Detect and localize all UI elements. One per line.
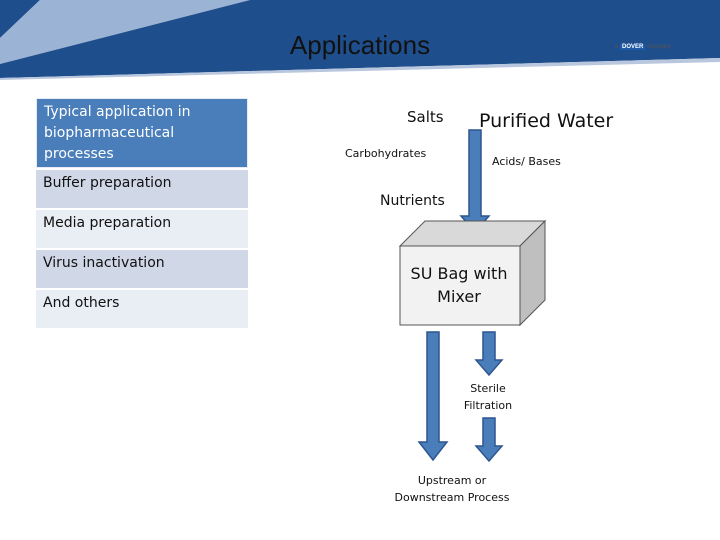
mixer-label: SU Bag with Mixer <box>410 264 508 306</box>
table-row: Buffer preparation <box>36 168 248 208</box>
table-header: Typical application in biopharmaceutical… <box>36 98 248 168</box>
mixer-box <box>398 219 547 327</box>
table-row: Media preparation <box>36 208 248 248</box>
svg-text:PSG: PSG <box>631 30 665 47</box>
process-arrow <box>417 331 449 462</box>
acids-bases-label: Acids/ Bases <box>492 155 561 168</box>
table-row: And others <box>36 288 248 328</box>
sterile-filtration-label: Sterile Filtration <box>463 382 513 412</box>
table-row: Virus inactivation <box>36 248 248 288</box>
psg-logo: PSG <box>623 4 665 47</box>
carbohydrates-label: Carbohydrates <box>345 147 427 160</box>
header-band <box>0 0 720 80</box>
filtration-out-arrow <box>474 417 504 463</box>
process-label: Upstream or Downstream Process <box>394 474 510 504</box>
nutrients-label: Nutrients <box>380 193 445 209</box>
purified-water-label: Purified Water <box>479 110 614 132</box>
logo-tagline: a DOVER company <box>615 44 672 50</box>
page-title: Applications <box>289 30 431 60</box>
input-arrow <box>459 129 491 234</box>
salts-label: Salts <box>407 108 444 126</box>
filtration-arrow <box>474 331 504 377</box>
